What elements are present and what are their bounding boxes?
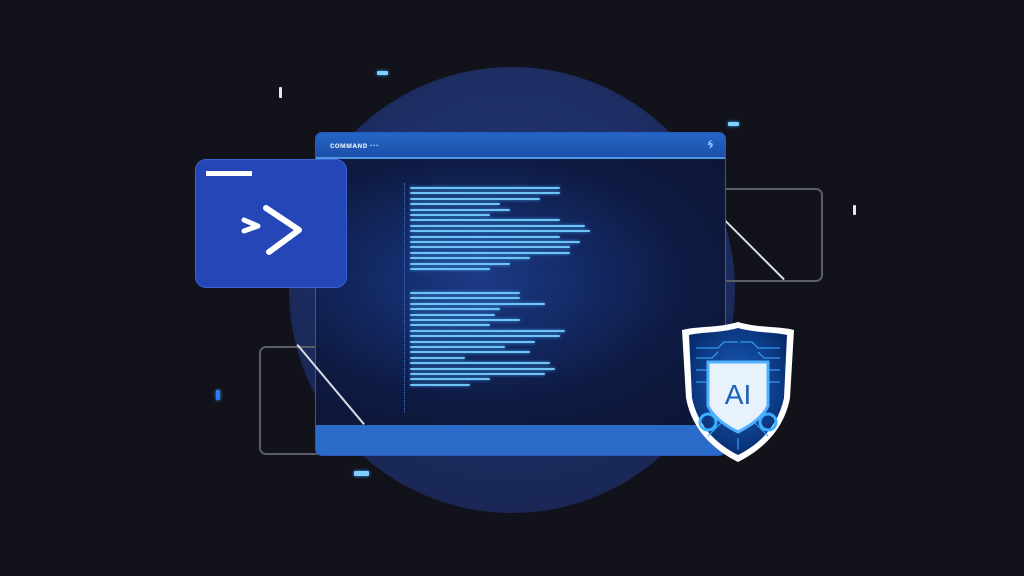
code-line — [410, 230, 590, 233]
code-line — [410, 251, 570, 254]
code-line — [410, 262, 510, 265]
code-line — [410, 351, 530, 354]
terminal-titlebar-line — [206, 171, 252, 176]
code-line — [410, 203, 500, 206]
shield-label: AI — [725, 379, 751, 410]
code-window: ᴄᴏᴍᴍᴀɴᴅ ··· 🌀︎ — [316, 133, 725, 455]
code-line — [410, 329, 565, 332]
code-line — [410, 241, 580, 243]
terminal-tile[interactable] — [196, 160, 346, 287]
code-line — [410, 192, 560, 195]
code-line — [410, 302, 545, 305]
code-line — [410, 268, 490, 270]
code-line — [410, 356, 465, 359]
code-line — [410, 235, 560, 238]
code-line — [410, 246, 570, 249]
decor-dash — [728, 122, 739, 126]
decor-dash — [377, 71, 388, 75]
line-gutter — [404, 183, 406, 413]
code-line — [410, 373, 545, 375]
outline-frame-left — [259, 346, 321, 455]
decor-dash — [853, 205, 856, 215]
code-line — [410, 346, 505, 348]
code-line — [410, 208, 510, 211]
code-line — [410, 297, 520, 300]
code-line — [410, 324, 490, 327]
decor-dash — [216, 390, 220, 400]
code-line — [410, 319, 520, 321]
swirl-icon[interactable]: 🌀︎ — [707, 138, 713, 151]
code-line — [410, 383, 470, 386]
code-editor — [316, 159, 725, 425]
code-line — [410, 367, 555, 370]
code-line — [410, 362, 550, 365]
code-line — [410, 214, 490, 216]
code-line — [410, 340, 535, 343]
window-titlebar: ᴄᴏᴍᴍᴀɴᴅ ··· 🌀︎ — [316, 133, 725, 159]
code-line — [410, 313, 495, 316]
terminal-prompt-icon — [241, 205, 302, 255]
decor-dash — [354, 471, 369, 476]
status-bar — [316, 425, 725, 455]
code-line — [410, 219, 560, 222]
code-line — [410, 292, 520, 294]
code-line — [410, 335, 560, 338]
ai-shield-icon: AI — [682, 322, 794, 462]
code-line — [410, 378, 490, 381]
code-line — [410, 308, 500, 311]
code-line — [410, 224, 585, 227]
code-line — [410, 187, 560, 189]
decor-dash — [279, 87, 282, 98]
code-line — [410, 197, 540, 200]
code-line — [410, 257, 530, 260]
window-title: ᴄᴏᴍᴍᴀɴᴅ ··· — [330, 140, 379, 150]
outline-frame-right — [718, 188, 823, 282]
